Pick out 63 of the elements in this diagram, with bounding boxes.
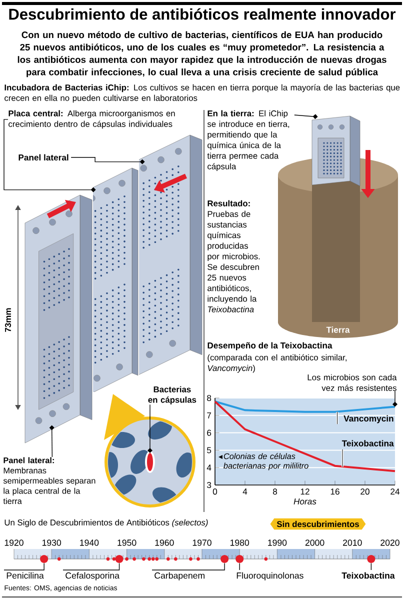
central-plate-drawing xyxy=(93,168,138,392)
chart-title: Desempeño de la Teixobactina xyxy=(208,342,332,350)
x-tick-label: 20 xyxy=(360,488,370,495)
drug-label: Penicilina xyxy=(6,572,44,579)
x-tick-label: 0 xyxy=(212,488,218,495)
callout-text: Placa central: Alberga microorganismos en crecimiento dentro de cápsulas individuales xyxy=(8,110,175,129)
callout-text: Bacterias en cápsulas xyxy=(148,386,196,404)
x-tick-label: 24 xyxy=(390,488,400,495)
leader-line xyxy=(4,119,96,192)
discovery-dot xyxy=(220,555,229,563)
year-label: 1930 xyxy=(42,540,62,546)
y-tick-label: 7 xyxy=(207,412,212,418)
x-axis-title: Horas xyxy=(294,498,316,504)
year-label: 1940 xyxy=(80,540,99,546)
year-label: 1960 xyxy=(155,540,174,546)
leader-line xyxy=(239,562,240,570)
callout-text: Panel lateral: Membranas semipermeables separan la placa central de la tierra xyxy=(3,457,96,504)
line-series xyxy=(214,400,396,472)
series-label: Vancomycin xyxy=(344,415,394,424)
year-label: 1990 xyxy=(268,540,287,546)
no-discovery-badge: Sin descubrimientos xyxy=(270,518,366,530)
y-tick-label: 5 xyxy=(207,447,212,454)
drug-label: Fluoroquinolonas xyxy=(236,572,304,580)
year-label: 2020 xyxy=(380,540,400,546)
year-label: 2000 xyxy=(305,540,324,546)
callout-text: Los microbios son cada vez más resistentes xyxy=(308,374,397,391)
year-label: 2010 xyxy=(343,540,362,546)
leader-line xyxy=(62,562,120,570)
leader-line xyxy=(70,157,145,164)
drug-label: Teixobactina xyxy=(342,572,395,579)
discovery-dot xyxy=(40,555,48,563)
axis-label: Colonias de células bacterianas por mililitro xyxy=(224,453,308,470)
discovery-dot xyxy=(367,555,376,563)
leader-line xyxy=(392,390,398,407)
intro-text: Con un nuevo método de cultivo de bacterias, científicos de EUA han producido 25 nuevos antibióticos, uno de los cuales es “muy prometedor”. La resistencia a los antibióticos aumenta con mayor rapidez que la introducción de nuevas drogas para combatir infecciones, lo cual lleva a una crisis creciente de salud pública xyxy=(18,31,386,78)
title: Descubrimiento de antibióticos realmente innovador xyxy=(9,8,396,20)
text: Teixobactina xyxy=(342,440,394,446)
chart-subtitle: (comparada con el antibiótico similar, Vancomycin) xyxy=(208,354,346,373)
soil-label: Tierra xyxy=(326,326,350,333)
callout-text: En la tierra: El iChip se introduce en tierra, permitiendo que la química única de la tierra permee cada cápsula xyxy=(207,110,290,172)
leader-line xyxy=(49,425,54,458)
year-label: 1980 xyxy=(230,540,250,546)
chip-drawing xyxy=(312,116,360,186)
leader-line xyxy=(370,562,372,570)
drug-label: Cefalosporina xyxy=(66,572,120,580)
line-series xyxy=(214,400,396,413)
drug-label: Carbapenem xyxy=(154,572,204,580)
discovery-dot xyxy=(236,555,244,563)
y-tick-label: 4 xyxy=(206,464,212,471)
x-tick-label: 16 xyxy=(330,488,340,495)
x-tick-label: 8 xyxy=(272,488,278,495)
y-tick-label: 6 xyxy=(207,430,212,436)
x-tick-label: 4 xyxy=(242,488,248,494)
year-label: 1970 xyxy=(192,540,212,546)
side-panel-drawing xyxy=(24,194,92,444)
timeline-heading: Un Siglo de Descubrimientos de Antibióticos (selectos) xyxy=(4,519,208,528)
capsule-magnifier-drawing xyxy=(104,394,196,508)
y-tick-label: 8 xyxy=(207,394,212,402)
callout-text: Panel lateral xyxy=(18,154,68,161)
leader-line xyxy=(4,562,44,570)
x-tick-label: 12 xyxy=(300,488,310,495)
leader-line xyxy=(152,562,225,570)
y-tick-label: 3 xyxy=(207,482,212,488)
